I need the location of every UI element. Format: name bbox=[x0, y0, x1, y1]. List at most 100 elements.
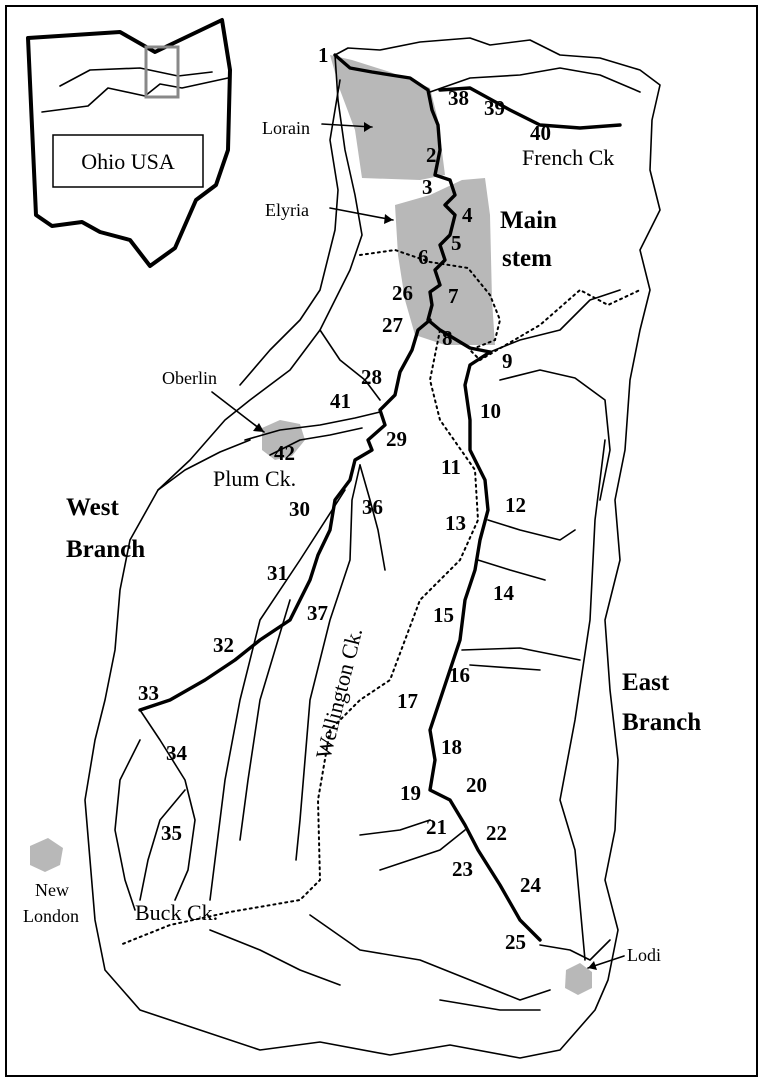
site-31: 31 bbox=[267, 561, 288, 585]
site-41: 41 bbox=[330, 389, 351, 413]
ohio-county-line-1 bbox=[59, 67, 213, 87]
site-15: 15 bbox=[433, 603, 454, 627]
creek-buck: Buck Ck. bbox=[135, 900, 218, 925]
ohio-label: Ohio USA bbox=[81, 149, 175, 174]
leader-oberlin bbox=[211, 391, 265, 433]
trib-lower-loop-b bbox=[439, 999, 541, 1011]
trib-left-mid bbox=[239, 599, 291, 841]
site-42: 42 bbox=[274, 441, 295, 465]
trib-plum-ck bbox=[244, 411, 381, 441]
creek-plum: Plum Ck. bbox=[213, 466, 296, 491]
place-lodi: Lodi bbox=[627, 945, 661, 965]
trib-21 bbox=[359, 819, 431, 836]
trib-north-left bbox=[239, 79, 341, 386]
trib-41 bbox=[319, 329, 381, 401]
place-lorain: Lorain bbox=[262, 118, 310, 138]
urban-lodi bbox=[565, 963, 592, 995]
creek-french: French Ck bbox=[522, 145, 614, 170]
trib-lower-west bbox=[209, 929, 341, 986]
site-28: 28 bbox=[361, 365, 382, 389]
leader-oberlin-arrow bbox=[253, 423, 264, 432]
place-labels: Lorain Elyria Oberlin New London Lodi bbox=[23, 118, 661, 970]
site-9: 9 bbox=[502, 349, 513, 373]
east-branch-river bbox=[428, 350, 542, 942]
site-17: 17 bbox=[397, 689, 418, 713]
place-new-london-1: New bbox=[35, 880, 69, 900]
site-39: 39 bbox=[484, 96, 505, 120]
site-25: 25 bbox=[505, 930, 526, 954]
east-branch-label-1: East bbox=[622, 669, 670, 696]
site-2: 2 bbox=[426, 143, 437, 167]
site-4: 4 bbox=[462, 203, 473, 227]
site-11: 11 bbox=[441, 455, 461, 479]
trib-37-left bbox=[209, 489, 346, 901]
leader-lodi-arrow bbox=[588, 961, 597, 970]
site-20: 20 bbox=[466, 773, 487, 797]
ohio-label-box bbox=[52, 134, 204, 188]
site-7: 7 bbox=[448, 284, 459, 308]
site-24: 24 bbox=[520, 873, 542, 897]
site-10: 10 bbox=[480, 399, 501, 423]
leader-elyria-arrow bbox=[384, 214, 393, 224]
trib-east-16b bbox=[469, 664, 541, 671]
west-branch-river bbox=[138, 318, 432, 712]
urban-oberlin bbox=[262, 420, 305, 460]
trib-vermilion-a bbox=[157, 439, 251, 491]
urban-new-london bbox=[30, 838, 63, 872]
site-37: 37 bbox=[307, 601, 328, 625]
leader-lorain-arrow bbox=[364, 122, 372, 132]
site-38: 38 bbox=[448, 86, 469, 110]
site-18: 18 bbox=[441, 735, 462, 759]
site-34: 34 bbox=[166, 741, 188, 765]
trib-east-9 bbox=[489, 289, 621, 353]
site-8: 8 bbox=[442, 326, 453, 350]
main-stem-label-2: stem bbox=[502, 245, 552, 272]
site-26: 26 bbox=[392, 281, 413, 305]
east-branch-label-2: Branch bbox=[622, 709, 701, 736]
site-labels: 1 2 3 4 5 6 7 8 9 10 11 12 13 14 15 16 1… bbox=[138, 43, 551, 954]
place-oberlin: Oberlin bbox=[162, 368, 217, 388]
main-stem-label-1: Main bbox=[500, 207, 557, 234]
ohio-inset: Ohio USA bbox=[26, 18, 232, 268]
site-14: 14 bbox=[493, 581, 515, 605]
site-12: 12 bbox=[505, 493, 526, 517]
site-3: 3 bbox=[422, 175, 433, 199]
site-23: 23 bbox=[452, 857, 473, 881]
site-16: 16 bbox=[449, 663, 470, 687]
site-6: 6 bbox=[418, 245, 429, 269]
place-elyria: Elyria bbox=[265, 200, 309, 220]
trib-east-12 bbox=[487, 519, 576, 541]
site-22: 22 bbox=[486, 821, 507, 845]
subbasin-boundary-east bbox=[119, 329, 480, 946]
trib-east-14 bbox=[477, 559, 546, 581]
leader-elyria bbox=[329, 207, 394, 221]
region-labels: Main stem West Branch East Branch bbox=[66, 207, 701, 736]
site-13: 13 bbox=[445, 511, 466, 535]
trib-buck-ck bbox=[139, 709, 196, 901]
site-35: 35 bbox=[161, 821, 182, 845]
trib-plum-ck-lower bbox=[269, 427, 363, 456]
urban-lorain bbox=[330, 55, 445, 180]
study-area-box bbox=[144, 45, 180, 99]
map-frame bbox=[5, 5, 758, 1077]
leader-lorain bbox=[321, 123, 373, 128]
trib-east-16 bbox=[461, 647, 581, 661]
trib-36 bbox=[359, 464, 386, 571]
creek-wellington: Wellington Ck. bbox=[311, 625, 368, 761]
trib-lower-loop bbox=[309, 914, 551, 1001]
place-new-london-2: London bbox=[23, 906, 79, 926]
west-branch-label-2: Branch bbox=[66, 536, 145, 563]
trib-35 bbox=[139, 789, 186, 901]
french-creek-river bbox=[438, 86, 622, 130]
trib-french-ck-upper bbox=[429, 67, 641, 93]
site-1: 1 bbox=[318, 43, 329, 67]
trib-23 bbox=[379, 829, 466, 871]
trib-wellington-ck bbox=[295, 464, 361, 861]
subbasin-boundary-main bbox=[359, 248, 641, 362]
trib-24 bbox=[539, 939, 611, 961]
site-29: 29 bbox=[386, 427, 407, 451]
trib-east-far-right bbox=[559, 439, 606, 961]
site-21: 21 bbox=[426, 815, 447, 839]
site-32: 32 bbox=[213, 633, 234, 657]
